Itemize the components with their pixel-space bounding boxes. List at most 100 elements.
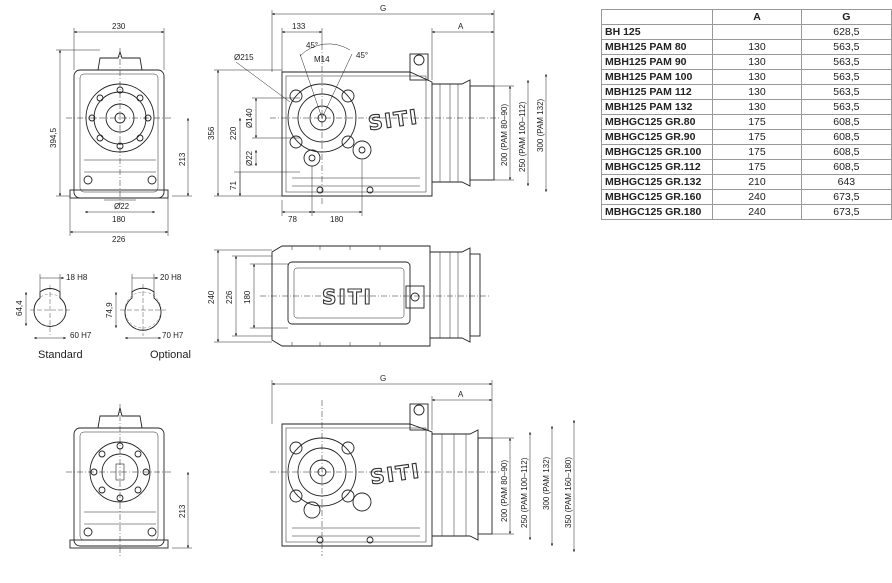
dim-gr-80-90: 200 (PAM 80–90) xyxy=(500,460,509,522)
side-view-bottom-dims xyxy=(271,380,576,552)
table-cell-a: 130 xyxy=(712,54,802,70)
plan-view-dims xyxy=(214,249,288,343)
side-view-top-dims xyxy=(214,10,548,216)
dim-gr-100-112: 250 (PAM 100–112) xyxy=(520,457,529,528)
table-cell-g: 608,5 xyxy=(800,144,892,160)
brand-logo-top: SITI xyxy=(367,104,421,135)
dim-230: 230 xyxy=(112,22,126,31)
plan-view xyxy=(260,245,490,347)
dim-d215: Ø215 xyxy=(234,53,254,62)
table-cell-g: 673,5 xyxy=(800,189,892,205)
table-cell-a: 240 xyxy=(712,189,802,205)
table-cell-a: 175 xyxy=(712,114,802,130)
table-cell-model: MBHGC125 GR.100 xyxy=(600,144,714,160)
dim-a-bottom: A xyxy=(458,390,464,399)
dim-g-bottom: G xyxy=(380,374,386,383)
dim-pam-100-112: 250 (PAM 100–112) xyxy=(518,101,527,172)
table-cell-model: MBH125 PAM 100 xyxy=(600,69,714,85)
dim-m14: M14 xyxy=(314,55,330,64)
side-view-top xyxy=(270,43,500,205)
dim-240: 240 xyxy=(207,290,216,304)
shaft-key-standard-dims xyxy=(24,274,66,340)
table-cell-g: 563,5 xyxy=(800,69,892,85)
table-cell-model: BH 125 xyxy=(600,24,714,40)
dim-a-top: A xyxy=(458,22,464,31)
table-cell-g: 608,5 xyxy=(800,129,892,145)
dim-226-plan: 226 xyxy=(225,290,234,304)
dim-pam-132: 300 (PAM 132) xyxy=(536,98,545,152)
dim-g-top: G xyxy=(380,4,386,13)
dim-78: 78 xyxy=(288,215,297,224)
table-cell-g: 563,5 xyxy=(800,84,892,100)
key-64-4: 64,4 xyxy=(15,300,24,316)
table-cell-g: 563,5 xyxy=(800,99,892,115)
table-cell-model: MBHGC125 GR.112 xyxy=(600,159,714,175)
table-header-g: G xyxy=(800,9,892,25)
dim-213-top: 213 xyxy=(178,152,187,166)
dim-180-side: 180 xyxy=(330,215,344,224)
table-cell-model: MBH125 PAM 112 xyxy=(600,84,714,100)
key-70h7: 70 H7 xyxy=(162,331,184,340)
table-cell-a: 130 xyxy=(712,69,802,85)
table-cell-a: 130 xyxy=(712,84,802,100)
table-cell-model: MBHGC125 GR.80 xyxy=(600,114,714,130)
table-cell-a: 175 xyxy=(712,159,802,175)
label-standard: Standard xyxy=(38,349,83,361)
shaft-key-optional xyxy=(120,284,166,336)
table-cell-model: MBHGC125 GR.90 xyxy=(600,129,714,145)
table-cell-a: 175 xyxy=(712,144,802,160)
table-row: BH 125 628,5 xyxy=(600,24,892,40)
dim-gr-132: 300 (PAM 132) xyxy=(542,456,551,510)
dim-226: 226 xyxy=(112,235,126,244)
table-cell-g: 608,5 xyxy=(800,159,892,175)
table-cell-g: 608,5 xyxy=(800,114,892,130)
dim-180-front: 180 xyxy=(112,215,126,224)
dim-71: 71 xyxy=(229,181,238,190)
table-cell-model: MBHGC125 GR.180 xyxy=(600,204,714,220)
table-cell-g: 673,5 xyxy=(800,204,892,220)
table-cell-model: MBHGC125 GR.132 xyxy=(600,174,714,190)
dim-356: 356 xyxy=(207,126,216,140)
table-header-row: A G xyxy=(600,9,892,25)
table-cell-a: 240 xyxy=(712,204,802,220)
front-view-bottom-dims xyxy=(172,472,192,549)
dim-394: 394,5 xyxy=(49,127,58,148)
table-cell-a: 175 xyxy=(712,129,802,145)
table-cell-g: 563,5 xyxy=(800,54,892,70)
dim-213-bottom: 213 xyxy=(178,504,187,518)
dim-d22b: Ø22 xyxy=(245,150,254,166)
table-header-a: A xyxy=(712,9,802,25)
shaft-key-optional-dims xyxy=(114,274,161,340)
table-cell-a: 210 xyxy=(712,174,802,190)
table-cell-g: 628,5 xyxy=(800,24,892,40)
dim-d140: Ø140 xyxy=(245,108,254,128)
table-cell-model: MBH125 PAM 80 xyxy=(600,39,714,55)
label-optional: Optional xyxy=(150,349,191,361)
key-74-9: 74,9 xyxy=(105,302,114,318)
table-cell-g: 563,5 xyxy=(800,39,892,55)
dim-220: 220 xyxy=(229,126,238,140)
shaft-key-standard xyxy=(30,285,70,335)
dim-133: 133 xyxy=(292,22,306,31)
dim-gr-160-180: 350 (PAM 160–180) xyxy=(564,457,573,528)
side-view-bottom xyxy=(270,400,500,556)
key-20h8: 20 H8 xyxy=(160,273,182,282)
key-60h7: 60 H7 xyxy=(70,331,92,340)
dim-pam-80-90: 200 (PAM 80–90) xyxy=(500,104,509,166)
key-18h8: 18 H8 xyxy=(66,273,88,282)
brand-logo-plan: SITI xyxy=(322,285,373,309)
front-view-bottom xyxy=(66,404,172,556)
